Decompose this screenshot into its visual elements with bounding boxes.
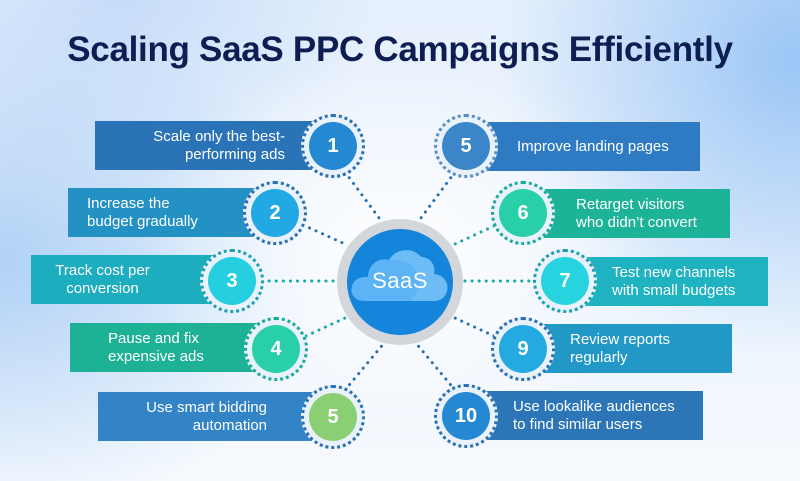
step-badge-9: 9 — [491, 317, 555, 381]
step-10-line2: to find similar users — [513, 415, 643, 433]
connector-5-left — [343, 340, 387, 392]
step-number-7: 7 — [541, 257, 589, 305]
step-box-10: Use lookalike audiences to find similar … — [462, 391, 703, 440]
step-badge-3: 3 — [200, 249, 264, 313]
step-badge-7: 7 — [533, 249, 597, 313]
step-box-9: Review reports regularly — [520, 324, 732, 373]
step-badge-1: 1 — [301, 114, 365, 178]
dotted-ring-icon — [434, 114, 498, 178]
step-5-line1: Use smart bidding — [146, 398, 267, 416]
step-box-right-5: Improve landing pages — [462, 122, 700, 171]
cloud-icon — [351, 250, 448, 301]
page-title: Scaling SaaS PPC Campaigns Efficiently — [67, 30, 733, 69]
step-number-10: 10 — [442, 392, 490, 440]
step-box-1: Scale only the best- performing ads — [95, 121, 335, 170]
step-4-line1: Pause and fix — [108, 329, 199, 347]
step-box-2: Increase the budget gradually — [68, 188, 278, 237]
dotted-ring-icon — [533, 249, 597, 313]
dotted-ring-icon — [301, 114, 365, 178]
connector-4 — [304, 316, 347, 338]
connector-2 — [301, 223, 347, 246]
step-badge-6: 6 — [491, 181, 555, 245]
step-badge-10: 10 — [434, 384, 498, 448]
step-4-line2: expensive ads — [108, 347, 204, 365]
step-5-line2: automation — [192, 416, 267, 434]
step-right-5-line1: Improve landing pages — [517, 137, 669, 155]
step-box-6: Retarget visitors who didn’t convert — [520, 189, 730, 238]
step-number-1: 1 — [309, 122, 357, 170]
step-number-3: 3 — [208, 257, 256, 305]
step-box-3: Track cost per conversion — [31, 255, 236, 304]
dotted-ring-icon — [434, 384, 498, 448]
step-number-9: 9 — [499, 325, 547, 373]
step-number-2: 2 — [251, 189, 299, 237]
step-3-line2: conversion — [66, 279, 139, 297]
step-box-5: Use smart bidding automation — [98, 392, 338, 441]
step-3-line1: Track cost per — [55, 261, 150, 279]
step-10-line1: Use lookalike audiences — [513, 397, 675, 415]
hub-label: SaaS — [372, 268, 428, 293]
step-box-4: Pause and fix expensive ads — [70, 323, 280, 372]
step-box-7: Test new channels with small budgets — [562, 257, 768, 306]
step-badge-right-5: 5 — [434, 114, 498, 178]
connector-6 — [453, 224, 496, 246]
step-9-line2: regularly — [570, 348, 628, 366]
dotted-ring-icon — [243, 181, 307, 245]
step-1-line2: performing ads — [184, 145, 285, 163]
connector-9 — [453, 316, 496, 338]
step-6-line2: who didn’t convert — [576, 213, 697, 231]
connector-5-right — [416, 170, 457, 224]
step-number-4: 4 — [252, 325, 300, 373]
step-badge-4: 4 — [244, 317, 308, 381]
step-2-line1: Increase the — [87, 194, 170, 212]
dotted-ring-icon — [244, 317, 308, 381]
dotted-ring-icon — [491, 317, 555, 381]
step-number-5: 5 — [309, 393, 357, 441]
step-number-right-5: 5 — [442, 122, 490, 170]
step-number-6: 6 — [499, 189, 547, 237]
step-2-line2: budget gradually — [87, 212, 198, 230]
connector-10 — [413, 340, 457, 392]
step-badge-5: 5 — [301, 385, 365, 449]
step-1-line1: Scale only the best- — [153, 127, 285, 145]
dotted-ring-icon — [301, 385, 365, 449]
dotted-ring-icon — [491, 181, 555, 245]
step-7-line2: with small budgets — [612, 281, 736, 299]
step-6-line1: Retarget visitors — [576, 195, 685, 213]
step-badge-2: 2 — [243, 181, 307, 245]
connector-1 — [343, 170, 384, 224]
step-9-line1: Review reports — [570, 330, 671, 348]
step-7-line1: Test new channels — [612, 263, 736, 281]
dotted-ring-icon — [200, 249, 264, 313]
